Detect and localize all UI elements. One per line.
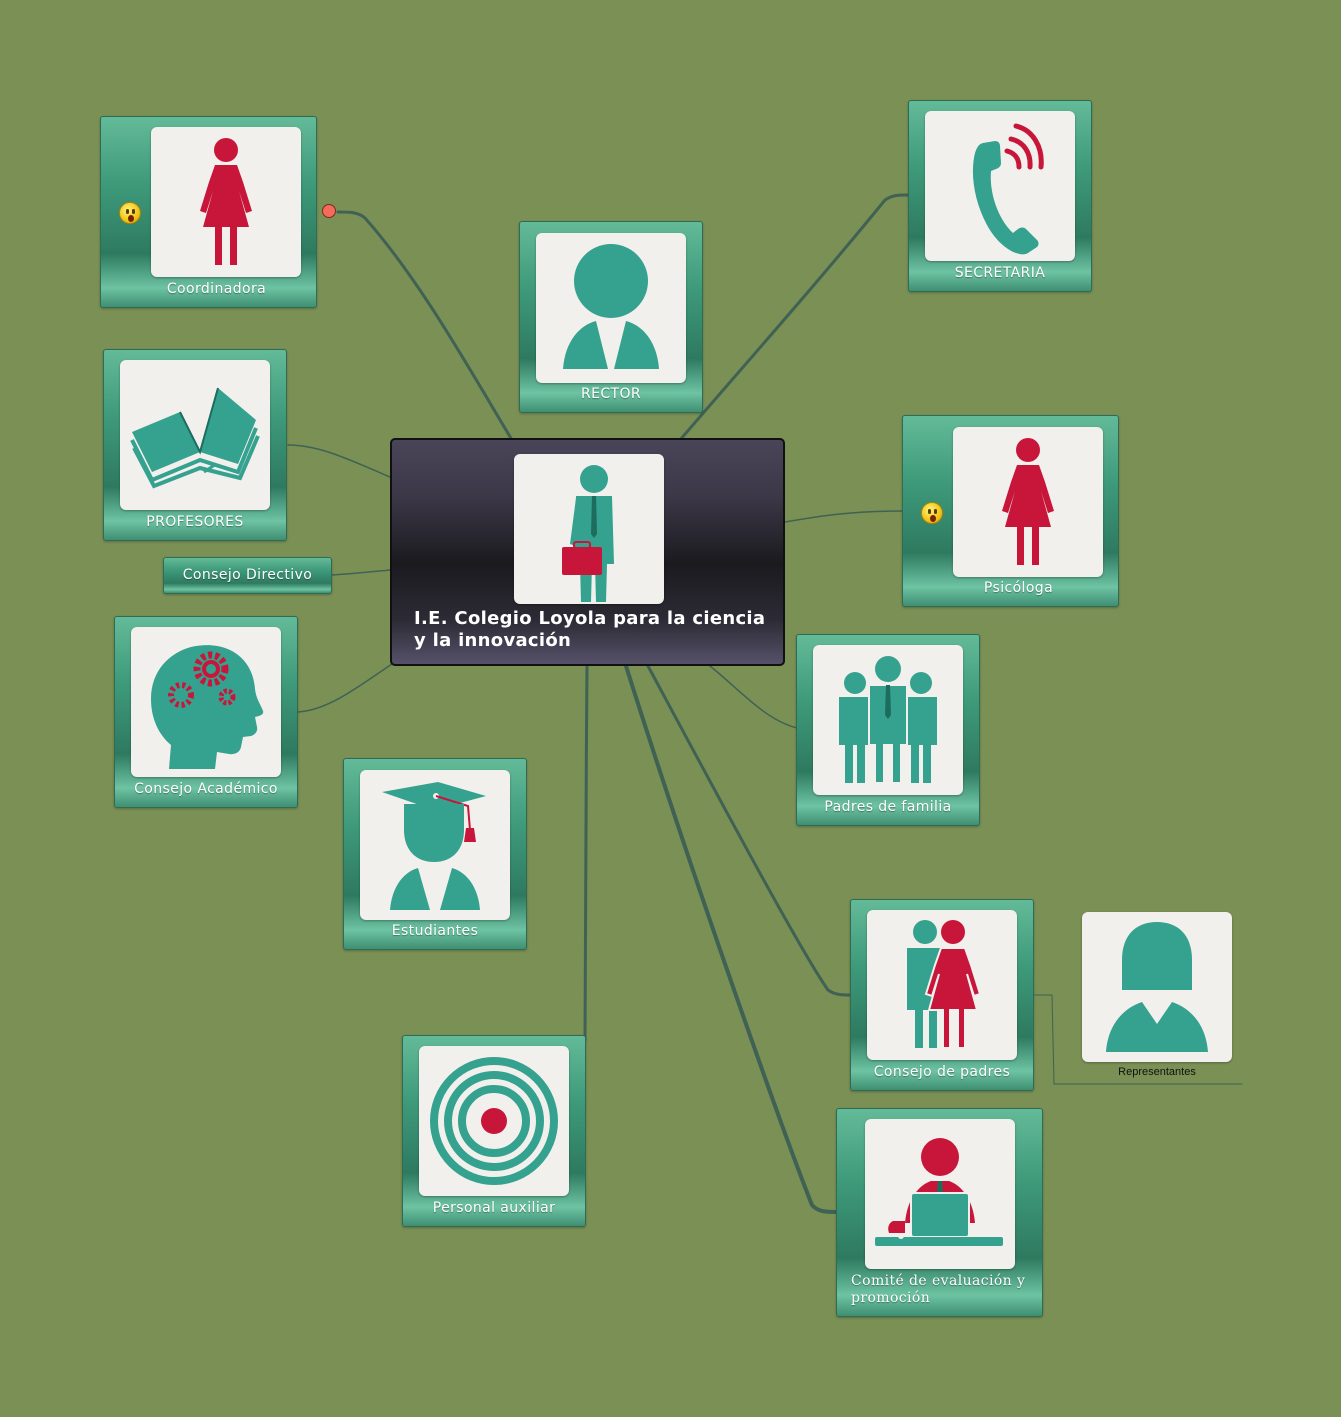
collapse-toggle[interactable] xyxy=(322,204,336,218)
node-consejo-directivo[interactable]: Consejo Directivo xyxy=(163,557,332,594)
node-label: Consejo Directivo xyxy=(182,567,313,583)
node-label: Padres de familia xyxy=(824,799,952,815)
node-comite[interactable]: Comité de evaluación y promoción xyxy=(836,1108,1043,1317)
node-label: Psicóloga xyxy=(983,580,1054,596)
central-title: I.E. Colegio Loyola para la ciencia y la… xyxy=(414,608,766,651)
surprised-face-icon xyxy=(119,202,141,224)
family-group-icon xyxy=(813,645,963,795)
node-label: Estudiantes xyxy=(391,923,479,939)
node-coordinadora[interactable]: Coordinadora xyxy=(100,116,317,308)
node-label: SECRETARIA xyxy=(954,265,1046,281)
node-label: Personal auxiliar xyxy=(432,1200,556,1216)
node-padres-familia[interactable]: Padres de familia xyxy=(796,634,980,826)
node-estudiantes[interactable]: Estudiantes xyxy=(343,758,527,950)
node-consejo-padres[interactable]: Consejo de padres xyxy=(850,899,1034,1091)
node-label: Consejo de padres xyxy=(873,1064,1011,1080)
representantes-label: Representantes xyxy=(1118,1066,1196,1078)
node-label: Consejo Académico xyxy=(134,781,278,797)
open-book-icon xyxy=(120,360,270,510)
node-profesores[interactable]: PROFESORES xyxy=(103,349,287,541)
woman-icon xyxy=(151,127,301,277)
node-psicologa[interactable]: Psicóloga xyxy=(902,415,1119,607)
node-label-line1: Comité de evaluación y xyxy=(851,1273,1026,1289)
node-personal-auxiliar[interactable]: Personal auxiliar xyxy=(402,1035,586,1227)
person-laptop-icon xyxy=(865,1119,1015,1269)
couple-icon xyxy=(867,910,1017,1060)
person-bust-icon xyxy=(536,233,686,383)
node-label-line2: promoción xyxy=(851,1290,931,1306)
ringing-phone-icon xyxy=(925,111,1075,261)
target-icon xyxy=(419,1046,569,1196)
graduate-icon xyxy=(360,770,510,920)
woman-bust-icon[interactable] xyxy=(1082,912,1232,1062)
woman-icon xyxy=(953,427,1103,577)
head-gears-icon xyxy=(131,627,281,777)
surprised-face-icon xyxy=(921,502,943,524)
node-label: Coordinadora xyxy=(166,281,267,297)
node-secretaria[interactable]: SECRETARIA xyxy=(908,100,1092,292)
node-consejo-academico[interactable]: Consejo Académico xyxy=(114,616,298,808)
node-label: PROFESORES xyxy=(146,514,244,530)
node-label: RECTOR xyxy=(580,386,642,402)
central-topic[interactable]: I.E. Colegio Loyola para la ciencia y la… xyxy=(390,438,785,666)
businessman-briefcase-icon xyxy=(514,454,664,604)
node-rector[interactable]: RECTOR xyxy=(519,221,703,413)
